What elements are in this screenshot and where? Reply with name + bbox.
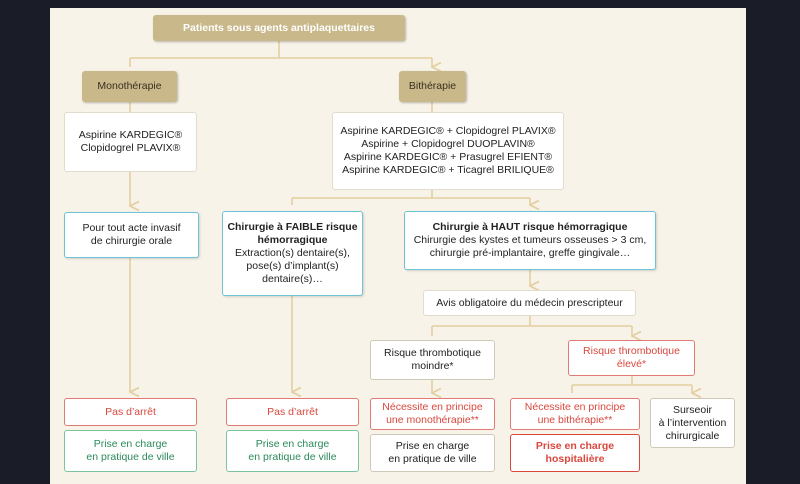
mono-arret-box: Pas d’arrêt	[64, 398, 197, 426]
faible-prise-box: Prise en charge en pratique de ville	[226, 430, 359, 472]
mono-condition-2: de chirurgie orale	[90, 235, 173, 247]
bitherapie-box: Bithérapie	[399, 71, 466, 102]
connector-bi-2	[291, 190, 530, 205]
faible-arret-box: Pas d’arrêt	[226, 398, 359, 426]
mono-drug-1: Aspirine KARDEGIC®	[78, 129, 183, 141]
haut-title: Chirurgie à HAUT risque hémorragique	[432, 221, 628, 233]
faible-risque-box: Chirurgie à FAIBLE risque hémorragique E…	[222, 211, 363, 296]
mono-drugs-box: Aspirine KARDEGIC® Clopidogrel PLAVIX®	[64, 112, 197, 172]
haut-risque-box: Chirurgie à HAUT risque hémorragique Chi…	[404, 211, 656, 270]
eleve-principe-box: Nécessite en principe une bithérapie**	[510, 398, 640, 430]
bi-drug-2: Aspirine + Clopidogrel DUOPLAVIN®	[361, 138, 535, 150]
faible-detail-1: Extraction(s) dentaire(s),	[235, 247, 350, 259]
bi-drug-1: Aspirine KARDEGIC® + Clopidogrel PLAVIX®	[340, 125, 556, 137]
haut-detail-2: chirurgie pré-implantaire, greffe gingiv…	[429, 247, 631, 259]
eleve-principe-2: une bithérapie**	[537, 414, 613, 426]
monotherapie-box: Monothérapie	[82, 71, 177, 102]
title-box: Patients sous agents antiplaquettaires	[153, 15, 405, 41]
faible-prise-2: en pratique de ville	[248, 451, 337, 463]
mono-prise-1: Prise en charge	[93, 438, 168, 450]
moindre-principe-1: Nécessite en principe	[382, 401, 483, 413]
mono-condition-1: Pour tout acte invasif	[82, 222, 181, 234]
faible-detail-2: pose(s) d’implant(s)	[246, 260, 339, 272]
eleve-box: Risque thrombotique élevé*	[568, 340, 695, 376]
avis-box: Avis obligatoire du médecin prescripteur	[423, 290, 636, 316]
bitherapie-label: Bithérapie	[408, 80, 457, 92]
mono-prise-box: Prise en charge en pratique de ville	[64, 430, 197, 472]
moindre-prise-1: Prise en charge	[395, 440, 470, 452]
moindre-prise-box: Prise en charge en pratique de ville	[370, 434, 495, 472]
eleve-label-2: élevé*	[616, 358, 647, 370]
mono-arret-text: Pas d’arrêt	[105, 405, 156, 418]
surseoir-3: chirurgicale	[665, 429, 720, 442]
bi-drug-3: Aspirine KARDEGIC® + Prasugrel EFIENT®	[343, 151, 553, 163]
faible-detail-3: dentaire(s)…	[262, 273, 323, 285]
moindre-principe-2: une monothérapie**	[386, 414, 479, 426]
surseoir-2: à l’intervention	[658, 416, 727, 429]
avis-text: Avis obligatoire du médecin prescripteur	[436, 296, 623, 309]
moindre-label-1: Risque thrombotique	[384, 347, 481, 359]
title-text: Patients sous agents antiplaquettaires	[183, 21, 375, 34]
faible-prise-1: Prise en charge	[255, 438, 330, 450]
eleve-label-1: Risque thrombotique	[583, 345, 680, 357]
connector-eleve	[571, 376, 692, 393]
moindre-label-2: moindre*	[411, 360, 454, 372]
moindre-box: Risque thrombotique moindre*	[370, 340, 495, 380]
connector-avis	[431, 316, 632, 336]
mono-drug-2: Clopidogrel PLAVIX®	[80, 142, 181, 154]
bi-drug-4: Aspirine KARDEGIC® + Ticagrel BRILIQUE®	[342, 164, 554, 176]
eleve-principe-1: Nécessite en principe	[524, 401, 626, 413]
bi-drugs-box: Aspirine KARDEGIC® + Clopidogrel PLAVIX®…	[332, 112, 564, 190]
surseoir-box: Surseoir à l’intervention chirurgicale	[650, 398, 735, 448]
mono-condition-box: Pour tout acte invasif de chirurgie oral…	[64, 212, 199, 258]
faible-title-1: Chirurgie à FAIBLE risque	[227, 221, 358, 233]
eleve-prise-1: Prise en charge	[535, 440, 615, 452]
eleve-prise-2: hospitalière	[545, 453, 605, 465]
haut-detail-1: Chirurgie des kystes et tumeurs osseuses…	[413, 234, 647, 246]
mono-prise-2: en pratique de ville	[86, 451, 175, 463]
connector-title	[129, 41, 432, 67]
faible-title-2: hémorragique	[257, 234, 328, 246]
faible-arret-text: Pas d’arrêt	[267, 405, 318, 418]
monotherapie-label: Monothérapie	[97, 80, 162, 92]
moindre-prise-2: en pratique de ville	[388, 453, 477, 465]
eleve-prise-box: Prise en charge hospitalière	[510, 434, 640, 472]
surseoir-1: Surseoir	[672, 403, 713, 416]
moindre-principe-box: Nécessite en principe une monothérapie**	[370, 398, 495, 430]
